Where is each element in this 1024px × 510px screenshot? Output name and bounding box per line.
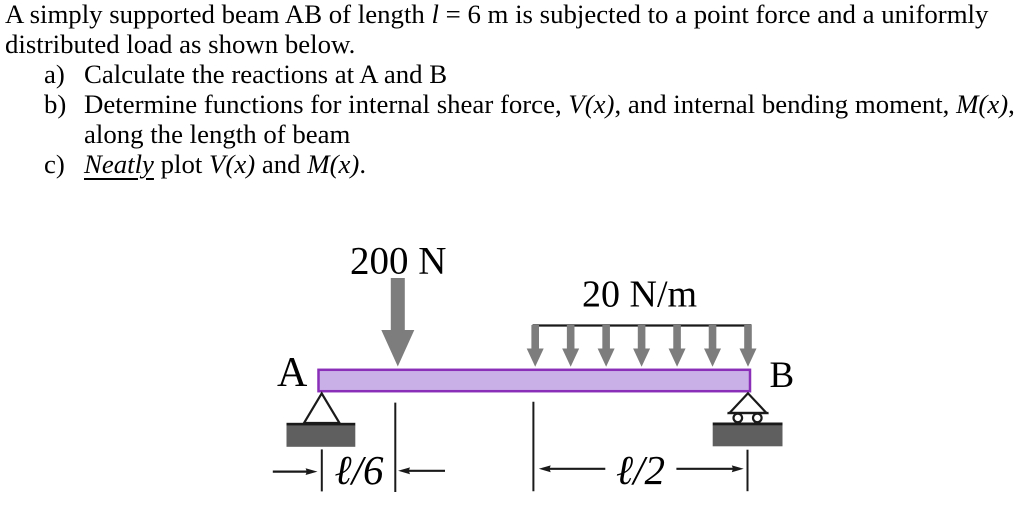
svg-text:ℓ/2: ℓ/2 [616, 447, 665, 493]
svg-text:B: B [770, 355, 795, 396]
svg-text:ℓ/6: ℓ/6 [335, 447, 384, 493]
svg-text:A: A [277, 350, 308, 396]
svg-text:200 N: 200 N [350, 239, 446, 282]
svg-text:20 N/m: 20 N/m [582, 274, 697, 316]
